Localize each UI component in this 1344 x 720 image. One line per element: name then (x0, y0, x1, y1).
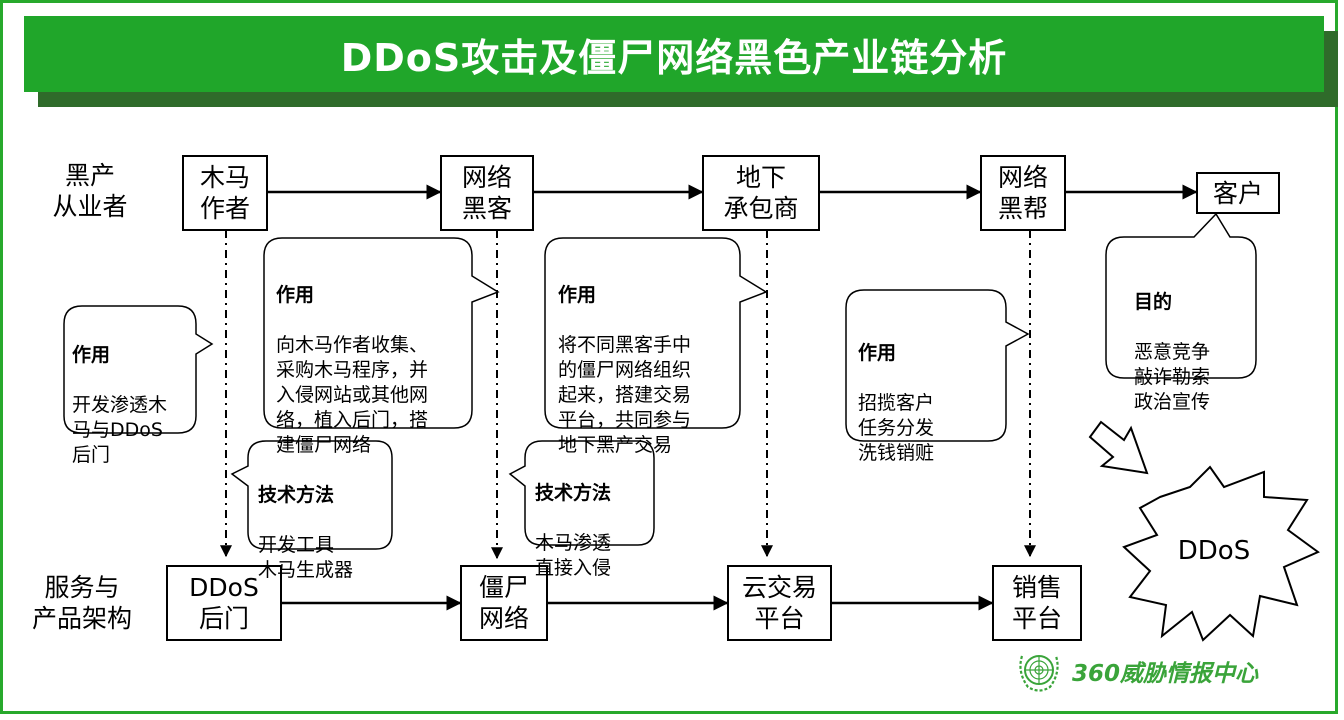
bubble-contractor-role (544, 237, 768, 429)
callout-heading: 目的 (1134, 291, 1173, 313)
callout-heading: 作用 (558, 284, 597, 306)
callout-body: 将不同黑客手中 的僵尸网络组织 起来，搭建交易 平台，共同参与 地下黑产交易 (558, 334, 692, 456)
bubble-client-goal (1105, 212, 1257, 379)
logo-text: 360威胁情报中心 (1072, 661, 1259, 687)
bubble-hacker-tech (508, 440, 655, 546)
callout-client-goal: 目的 恶意竞争 敲诈勒索 政治宣传 (1134, 265, 1210, 440)
row-label-practitioners: 黑产 从业者 (52, 161, 128, 221)
node-label: 客户 (1212, 178, 1263, 208)
node-label: 木马 作者 (199, 163, 250, 223)
bubble-author-tech (230, 440, 393, 550)
callout-gang-role: 作用 招揽客户 任务分发 洗钱销赃 (858, 316, 934, 491)
node-cloud-platform: 云交易 平台 (727, 565, 832, 641)
node-label: 销售 平台 (1011, 573, 1062, 633)
bubble-hacker-role (263, 237, 500, 429)
node-label: 云交易 平台 (741, 573, 817, 633)
callout-heading: 技术方法 (258, 484, 335, 506)
node-label: 僵尸 网络 (478, 573, 529, 633)
callout-heading: 作用 (72, 344, 111, 366)
page-title: DDoS攻击及僵尸网络黑色产业链分析 (340, 35, 1008, 80)
node-botnet: 僵尸 网络 (460, 565, 548, 641)
callout-body: 木马渗透 直接入侵 (535, 532, 612, 579)
node-contractor: 地下 承包商 (702, 155, 820, 231)
un-globe-emblem-icon (1019, 655, 1059, 692)
callout-heading: 作用 (858, 342, 897, 364)
callout-heading: 技术方法 (535, 482, 612, 504)
row-label-services: 服务与 产品架构 (31, 573, 132, 633)
callout-author-role: 作用 开发渗透木 马与DDoS 后门 (72, 318, 167, 493)
callout-body: 开发工具 木马生成器 (258, 534, 354, 581)
callout-body: 招揽客户 任务分发 洗钱销赃 (858, 392, 935, 464)
ddos-burst-label: DDoS (1177, 536, 1251, 566)
node-label: 网络 黑客 (461, 163, 512, 223)
callout-hacker-role: 作用 向木马作者收集、 采购木马程序，并 入侵网站或其他网 络，植入后门，搭 建… (276, 258, 428, 483)
callout-body: 恶意竞争 敲诈勒索 政治宣传 (1134, 341, 1211, 413)
callout-contractor-role: 作用 将不同黑客手中 的僵尸网络组织 起来，搭建交易 平台，共同参与 地下黑产交… (558, 258, 691, 483)
ddos-burst-icon (1122, 465, 1320, 642)
node-hacker: 网络 黑客 (440, 155, 534, 231)
callout-body: 开发渗透木 马与DDoS 后门 (72, 394, 168, 466)
title-bar: DDoS攻击及僵尸网络黑色产业链分析 (24, 16, 1324, 92)
node-gang: 网络 黑帮 (980, 155, 1066, 231)
callout-hacker-tech: 技术方法 木马渗透 直接入侵 (535, 456, 611, 606)
logo: 360威胁情报中心 (1014, 646, 1258, 696)
callout-author-tech: 技术方法 开发工具 木马生成器 (258, 458, 353, 608)
bubble-author-role (63, 305, 214, 434)
callout-heading: 作用 (276, 284, 315, 306)
node-trojan-author: 木马 作者 (182, 155, 268, 231)
node-label: DDoS 后门 (189, 573, 259, 633)
node-ddos-backdoor: DDoS 后门 (166, 565, 282, 641)
hollow-arrow-icon (1088, 420, 1149, 475)
bubble-gang-role (845, 289, 1030, 442)
node-label: 网络 黑帮 (997, 163, 1048, 223)
node-sales-platform: 销售 平台 (992, 565, 1082, 641)
node-label: 地下 承包商 (723, 163, 799, 223)
callout-body: 向木马作者收集、 采购木马程序，并 入侵网站或其他网 络，植入后门，搭 建僵尸网… (276, 334, 429, 456)
node-client: 客户 (1196, 172, 1280, 214)
